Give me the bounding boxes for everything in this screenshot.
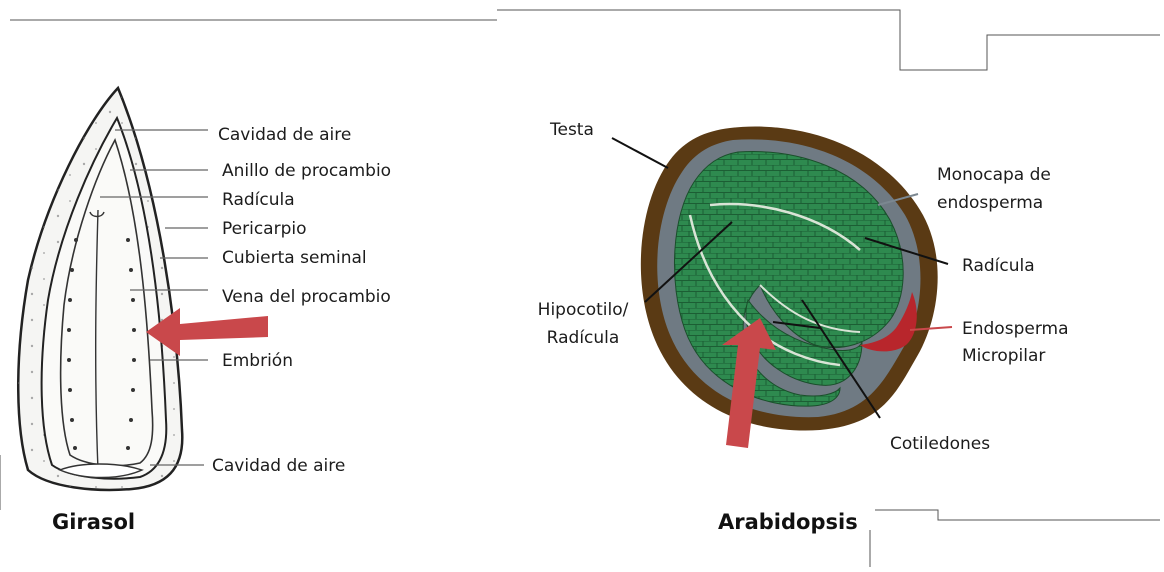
label-radicle-arabidopsis: Radícula <box>962 255 1035 277</box>
label-hypocotyl-2: Radícula <box>528 327 638 349</box>
caption-girasol: Girasol <box>52 510 135 534</box>
label-procambium-vein: Vena del procambio <box>222 286 391 308</box>
label-radicle-girasol: Radícula <box>222 189 295 211</box>
label-micropylar-2: Micropilar <box>962 345 1045 367</box>
panel-border <box>0 10 1160 567</box>
label-micropylar-1: Endosperma <box>962 318 1068 340</box>
label-endosperm-monolayer-2: endosperma <box>937 192 1043 214</box>
label-air-cavity-bottom: Cavidad de aire <box>212 455 345 477</box>
label-seed-coat: Cubierta seminal <box>222 247 367 269</box>
arabidopsis-seed <box>641 127 938 431</box>
label-hypocotyl-1: Hipocotilo/ <box>528 299 638 321</box>
label-pericarp: Pericarpio <box>222 218 307 240</box>
label-testa: Testa <box>550 119 594 141</box>
label-embryo: Embrión <box>222 350 293 372</box>
label-procambium-ring: Anillo de procambio <box>222 160 391 182</box>
caption-arabidopsis: Arabidopsis <box>718 510 858 534</box>
label-cotyledons: Cotiledones <box>890 433 990 455</box>
girasol-seed <box>18 88 182 490</box>
label-endosperm-monolayer-1: Monocapa de <box>937 164 1051 186</box>
girasol-seed-coat <box>42 118 167 479</box>
label-air-cavity-top: Cavidad de aire <box>218 124 351 146</box>
